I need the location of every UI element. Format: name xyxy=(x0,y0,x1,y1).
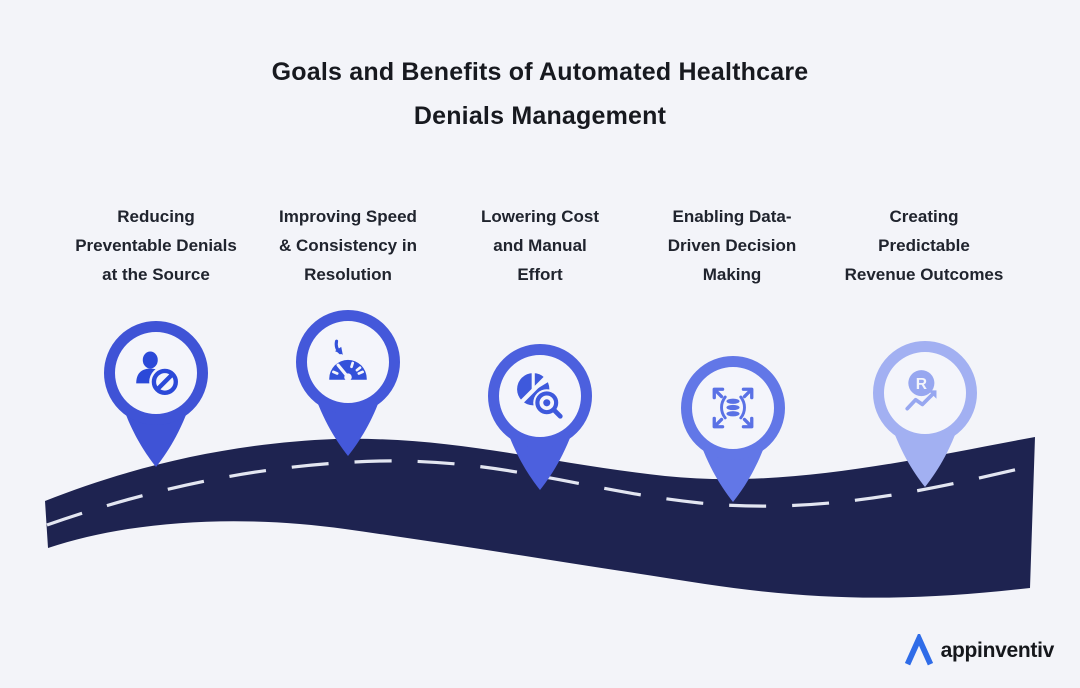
pie-chart-magnifier-icon xyxy=(516,372,563,419)
speedometer-arrow-icon xyxy=(329,339,367,381)
rupee-letter: R xyxy=(916,376,927,393)
label-reducing-preventable-denials: Reducing Preventable Denials at the Sour… xyxy=(75,207,237,284)
map-pin-speed-consistency xyxy=(288,305,408,465)
user-denied-icon xyxy=(136,351,181,398)
expand-arrows-data-icon xyxy=(712,387,754,429)
map-pin-data-decisions xyxy=(673,351,793,511)
map-pin-cost-effort xyxy=(480,339,600,499)
page-title: Goals and Benefits of Automated Healthca… xyxy=(271,58,809,130)
rupee-growth-icon: R xyxy=(905,370,937,411)
road-band xyxy=(45,437,1035,598)
label-enabling-data-decisions: Enabling Data- Driven Decision Making xyxy=(667,207,797,284)
appinventiv-logo-mark-icon xyxy=(904,634,933,666)
map-pin-revenue-outcomes: R xyxy=(865,336,985,496)
appinventiv-logo-text: appinventiv xyxy=(940,639,1055,662)
column-labels-row: Reducing Preventable Denials at the Sour… xyxy=(60,202,1020,289)
map-pin-reducing-denials xyxy=(96,316,216,476)
label-improving-speed-consistency: Improving Speed & Consistency in Resolut… xyxy=(279,207,417,284)
appinventiv-logo: appinventiv xyxy=(904,634,1054,668)
label-predictable-revenue: Creating Predictable Revenue Outcomes xyxy=(844,207,1004,284)
label-lowering-cost-effort: Lowering Cost and Manual Effort xyxy=(480,207,600,284)
